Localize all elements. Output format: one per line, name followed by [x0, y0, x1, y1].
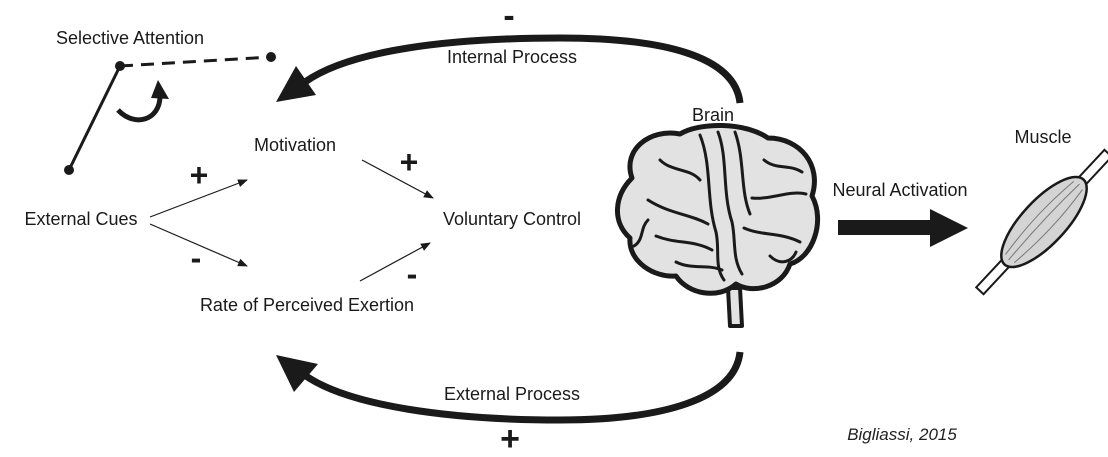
selective-attention-label: Selective Attention	[56, 28, 204, 48]
rpe-label: Rate of Perceived Exertion	[200, 295, 414, 315]
switch-icon	[64, 52, 276, 175]
curved-arrow-icon	[116, 80, 169, 123]
external-process-arrowhead	[276, 355, 318, 392]
cues-to-motivation-sign: +	[190, 157, 209, 193]
cues-to-rpe-arrow	[149, 223, 248, 267]
external-loop-sign: +	[500, 420, 520, 457]
external-process-label: External Process	[444, 384, 580, 404]
cues-to-rpe-sign: -	[191, 240, 202, 276]
internal-loop-sign: -	[503, 0, 514, 35]
motivation-to-control-sign: +	[400, 144, 419, 180]
rpe-to-control-sign: -	[407, 256, 418, 292]
internal-process-label: Internal Process	[447, 47, 577, 67]
cues-to-motivation-arrow	[149, 179, 248, 218]
rpe-to-control-arrow	[359, 242, 431, 282]
motivation-to-control-arrow	[361, 159, 434, 199]
neural-activation-arrow	[838, 209, 968, 247]
motivation-label: Motivation	[254, 135, 336, 155]
voluntary-control-label: Voluntary Control	[443, 209, 581, 229]
internal-process-arrowhead	[276, 66, 316, 102]
external-cues-label: External Cues	[24, 209, 137, 229]
neural-activation-label: Neural Activation	[832, 180, 967, 200]
internal-process-arc	[276, 34, 744, 104]
brain-label: Brain	[692, 105, 734, 125]
citation: Bigliassi, 2015	[847, 425, 957, 444]
muscle-icon	[974, 148, 1108, 296]
external-process-arc	[276, 351, 744, 424]
brain-icon	[615, 123, 821, 328]
muscle-label: Muscle	[1014, 127, 1071, 147]
